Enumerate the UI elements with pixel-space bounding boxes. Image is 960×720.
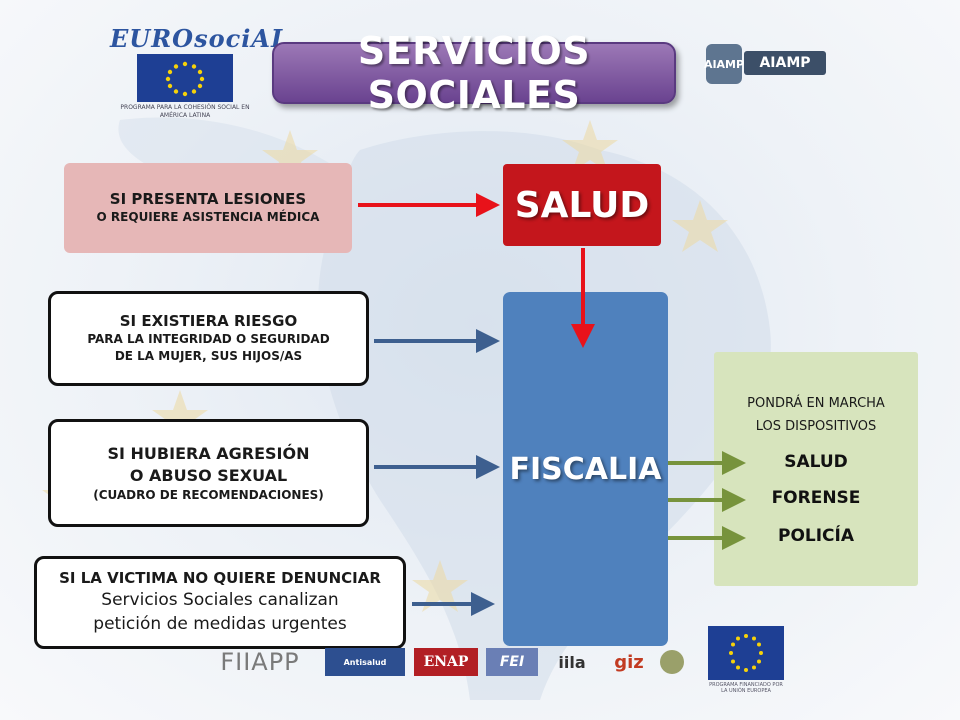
salud-label: SALUD — [514, 184, 650, 226]
condition-lesiones: SI PRESENTA LESIONES O REQUIERE ASISTENC… — [64, 163, 352, 253]
eu-footer-caption: PROGRAMA FINANCIADO POR LA UNIÓN EUROPEA — [709, 682, 783, 694]
eurosocial-caption: PROGRAMA PARA LA COHESIÓN SOCIAL EN AMÉR… — [120, 104, 250, 119]
devices-intro-line-1: PONDRÁ EN MARCHA — [747, 396, 885, 411]
antisalud-logo: Antisalud — [325, 648, 405, 676]
condition-riesgo: SI EXISTIERA RIESGO PARA LA INTEGRIDAD O… — [48, 291, 369, 386]
devices-intro-line-2: LOS DISPOSITIVOS — [755, 419, 877, 434]
fiscalia-label: FISCALIA — [509, 451, 662, 487]
aiamp-emblem-icon: AIAMP — [703, 44, 745, 84]
condition-lesiones-sub: O REQUIERE ASISTENCIA MÉDICA — [96, 210, 320, 224]
devices-intro: PONDRÁ EN MARCHA LOS DISPOSITIVOS — [714, 392, 918, 438]
devices-box: PONDRÁ EN MARCHA LOS DISPOSITIVOS SALUD … — [714, 352, 918, 586]
condition-agresion-sub: (CUADRO DE RECOMENDACIONES) — [93, 487, 324, 502]
seal-icon — [660, 650, 684, 674]
device-salud: SALUD — [784, 452, 848, 472]
salud-node: SALUD — [503, 164, 661, 246]
condition-riesgo-heading: SI EXISTIERA RIESGO — [119, 312, 298, 330]
condition-lesiones-heading: SI PRESENTA LESIONES — [109, 190, 307, 208]
aiamp-emblem-text: AIAMP — [703, 57, 745, 71]
condition-riesgo-sub-1: PARA LA INTEGRIDAD O SEGURIDAD — [87, 332, 330, 346]
aiamp-logo: AIAMP AIAMP — [703, 44, 826, 84]
eurosocial-logo: EUROsociAL PROGRAMA PARA LA COHESIÓN SOC… — [110, 6, 289, 119]
giz-logo: giz — [614, 651, 644, 673]
condition-no-denuncia: SI LA VICTIMA NO QUIERE DENUNCIAR Servic… — [34, 556, 406, 649]
eu-flag-footer-icon — [708, 626, 784, 680]
fiiapp-logo: FIIAPP — [220, 648, 300, 676]
condition-agresion-heading-1: SI HUBIERA AGRESIÓN — [107, 443, 310, 463]
condition-no-denuncia-body-2: petición de medidas urgentes — [93, 614, 347, 634]
enap-logo: ENAP — [414, 648, 478, 676]
eurosocial-wordmark: EUROsociAL — [110, 24, 289, 53]
iila-logo: iila — [558, 652, 586, 672]
condition-no-denuncia-body-1: Servicios Sociales canalizan — [101, 590, 339, 610]
condition-agresion: SI HUBIERA AGRESIÓN O ABUSO SEXUAL (CUAD… — [48, 419, 369, 527]
condition-agresion-heading-2: O ABUSO SEXUAL — [129, 465, 288, 485]
condition-no-denuncia-heading: SI LA VICTIMA NO QUIERE DENUNCIAR — [59, 569, 381, 587]
eu-flag-icon — [137, 54, 233, 102]
fei-logo: FEI — [486, 648, 538, 676]
aiamp-wordmark: AIAMP — [744, 51, 826, 75]
title-banner: SERVICIOS SOCIALES — [272, 29, 676, 117]
condition-riesgo-sub-2: DE LA MUJER, SUS HIJOS/AS — [114, 349, 303, 363]
fiscalia-node: FISCALIA — [503, 292, 668, 646]
page-title: SERVICIOS SOCIALES — [357, 29, 591, 117]
device-forense: FORENSE — [771, 488, 861, 508]
device-policia: POLICÍA — [777, 526, 855, 546]
